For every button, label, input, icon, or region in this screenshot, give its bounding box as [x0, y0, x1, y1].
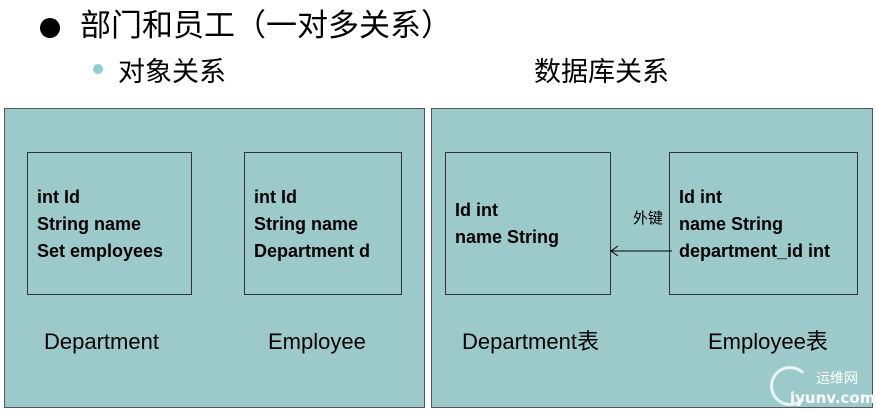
- employee-field-name: String name: [254, 214, 359, 234]
- object-relation-subtitle: 对象关系: [118, 57, 226, 88]
- employee-class-caption: Employee: [268, 329, 366, 354]
- employee-table-box: Id int name String department_id int: [669, 152, 858, 295]
- department-field-id: int Id: [37, 187, 80, 207]
- watermark-logo-icon: [770, 366, 810, 406]
- subtitle-bullet: [93, 64, 103, 74]
- employee-field-department: Department d: [254, 241, 371, 261]
- department-column-name: name String: [455, 227, 560, 247]
- department-class-box: int Id String name Set employees: [27, 152, 192, 295]
- department-column-id: Id int: [455, 200, 498, 220]
- employee-column-name: name String: [679, 214, 784, 234]
- employee-table-caption: Employee表: [708, 329, 828, 354]
- page-title: 部门和员工（一对多关系）: [80, 8, 452, 44]
- department-field-name: String name: [37, 214, 142, 234]
- watermark-cn: 运维网: [816, 371, 858, 387]
- database-relation-subtitle: 数据库关系: [534, 57, 669, 88]
- title-bullet: [40, 18, 60, 38]
- employee-column-id: Id int: [679, 187, 722, 207]
- foreign-key-arrow: [610, 245, 672, 257]
- department-field-employees: Set employees: [37, 241, 164, 261]
- department-table-box: Id int name String: [445, 152, 611, 295]
- department-table-caption: Department表: [462, 329, 599, 354]
- employee-field-id: int Id: [254, 187, 297, 207]
- foreign-key-label: 外键: [633, 209, 664, 227]
- employee-class-box: int Id String name Department d: [244, 152, 402, 295]
- watermark-en: iyunv.com: [790, 389, 876, 407]
- department-class-caption: Department: [44, 329, 159, 354]
- employee-column-department-id: department_id int: [679, 241, 831, 261]
